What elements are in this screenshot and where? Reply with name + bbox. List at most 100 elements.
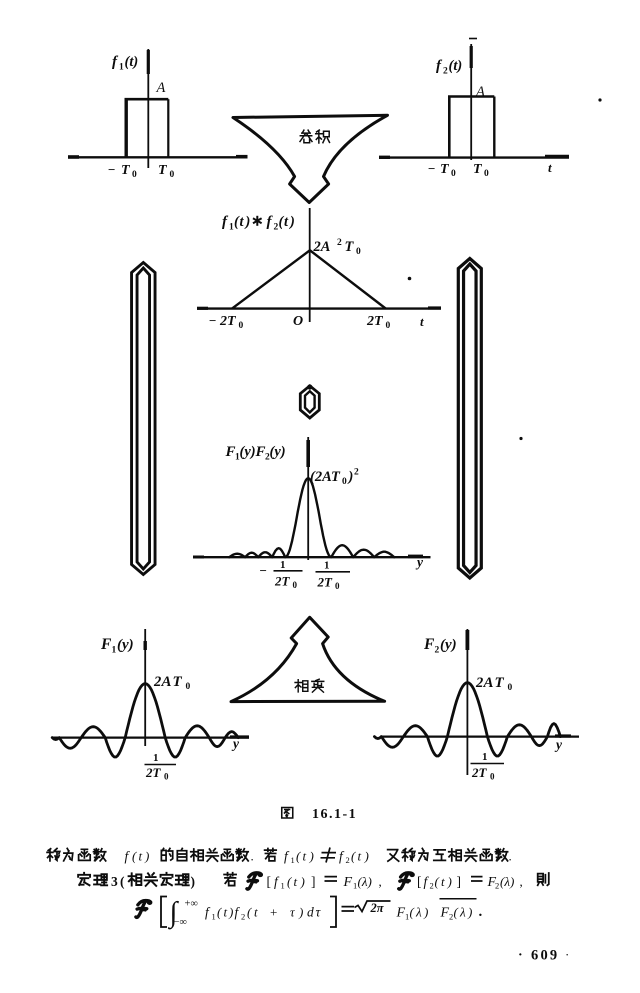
svg-text:f: f: [424, 874, 430, 889]
svg-text:t: t: [294, 874, 298, 889]
svg-text:2T: 2T: [274, 574, 291, 589]
svg-text:+: +: [270, 905, 277, 920]
svg-text:): ): [309, 849, 314, 864]
svg-text:t: t: [303, 849, 307, 864]
svg-text:2: 2: [435, 646, 440, 656]
svg-text:f: f: [436, 58, 443, 74]
svg-text:0: 0: [293, 580, 298, 590]
svg-text:F: F: [225, 444, 236, 460]
svg-text:t: t: [284, 214, 289, 230]
svg-text:y: y: [231, 736, 240, 751]
svg-text:(: (: [435, 874, 440, 889]
svg-text:(t): (t): [125, 54, 139, 70]
svg-text:0: 0: [164, 772, 169, 782]
svg-text:0: 0: [335, 581, 340, 591]
svg-text:): ): [144, 849, 149, 864]
svg-text:2: 2: [443, 67, 448, 77]
svg-text:(: (: [287, 874, 292, 889]
svg-text:T: T: [440, 162, 450, 177]
svg-text:0: 0: [132, 170, 137, 180]
svg-text:1: 1: [291, 855, 295, 865]
svg-text:(: (: [247, 905, 252, 920]
svg-text:2T: 2T: [471, 765, 488, 780]
svg-text:f: f: [112, 54, 119, 70]
svg-text:0: 0: [490, 772, 495, 782]
svg-text:0: 0: [186, 682, 191, 692]
svg-text:,: ,: [520, 874, 523, 889]
svg-text:d: d: [307, 905, 314, 920]
svg-text:(λ): (λ): [358, 874, 372, 889]
svg-text:(: (: [454, 905, 459, 920]
svg-text:F: F: [487, 875, 497, 890]
svg-text:2: 2: [495, 881, 499, 891]
svg-text:): ): [298, 905, 303, 920]
svg-text:f: f: [235, 905, 241, 920]
svg-text:−: −: [108, 162, 115, 177]
svg-text:1: 1: [280, 559, 286, 571]
svg-text:(: (: [120, 874, 125, 889]
svg-text:∫: ∫: [168, 897, 180, 930]
svg-text:): ): [244, 214, 251, 230]
svg-text:): ): [447, 874, 452, 889]
svg-text:T: T: [495, 675, 505, 691]
svg-text:F: F: [396, 906, 406, 921]
svg-text:−: −: [260, 563, 267, 578]
svg-text:y: y: [415, 555, 424, 570]
svg-text:.: .: [509, 849, 512, 864]
svg-text:f: f: [267, 214, 274, 230]
svg-text:2T: 2T: [145, 765, 162, 780]
svg-text:1: 1: [153, 752, 159, 764]
svg-text:): ): [347, 469, 354, 485]
svg-text:(y): (y): [270, 444, 286, 460]
svg-text:(y): (y): [117, 637, 134, 653]
svg-text:16.1-1: 16.1-1: [312, 807, 357, 822]
svg-text:2: 2: [153, 674, 161, 690]
svg-text:2π: 2π: [370, 901, 385, 915]
svg-text:2T: 2T: [219, 314, 237, 329]
svg-text:f: f: [274, 874, 280, 889]
svg-text:F: F: [255, 444, 266, 460]
svg-text:): ): [228, 905, 233, 920]
svg-text:f: f: [284, 849, 290, 864]
svg-text:1: 1: [324, 560, 330, 572]
svg-text:A: A: [483, 675, 494, 691]
svg-text:F: F: [343, 875, 353, 890]
svg-text:f: f: [339, 849, 345, 864]
svg-text:−∞: −∞: [174, 917, 187, 928]
svg-text:): ): [288, 214, 295, 230]
svg-text:·: ·: [518, 948, 523, 963]
svg-text:λ: λ: [415, 905, 422, 920]
svg-text:0: 0: [356, 247, 361, 257]
svg-text:,: ,: [379, 874, 382, 889]
svg-text:(λ): (λ): [500, 874, 514, 889]
svg-text:0: 0: [170, 170, 175, 180]
svg-text:F: F: [423, 636, 435, 653]
svg-text:f: f: [125, 849, 131, 864]
svg-text:1: 1: [353, 881, 357, 891]
svg-text:): ): [191, 874, 196, 889]
svg-text:1: 1: [112, 646, 117, 656]
svg-text:(2AT: (2AT: [310, 469, 341, 485]
svg-text:609: 609: [531, 948, 559, 964]
svg-text:+∞: +∞: [185, 899, 198, 910]
svg-text:F: F: [440, 906, 450, 921]
svg-text:−: −: [209, 313, 216, 328]
svg-text:t: t: [139, 849, 143, 864]
svg-text:(: (: [279, 214, 285, 230]
svg-text:f: f: [222, 214, 229, 230]
svg-text:): ): [467, 905, 472, 920]
svg-text:0: 0: [342, 477, 347, 487]
svg-text:(y): (y): [440, 637, 457, 653]
svg-text:0: 0: [484, 169, 489, 179]
svg-text:[: [: [417, 874, 422, 889]
svg-text:1: 1: [119, 63, 124, 73]
svg-text:(t): (t): [449, 58, 463, 74]
svg-text:T: T: [121, 163, 131, 178]
svg-text:2: 2: [354, 468, 359, 478]
svg-text:1: 1: [482, 751, 488, 763]
svg-text:t: t: [224, 905, 228, 920]
svg-text:(: (: [217, 905, 222, 920]
svg-text:F: F: [100, 636, 112, 653]
svg-text:.: .: [251, 849, 254, 864]
svg-text:t: t: [548, 160, 552, 175]
